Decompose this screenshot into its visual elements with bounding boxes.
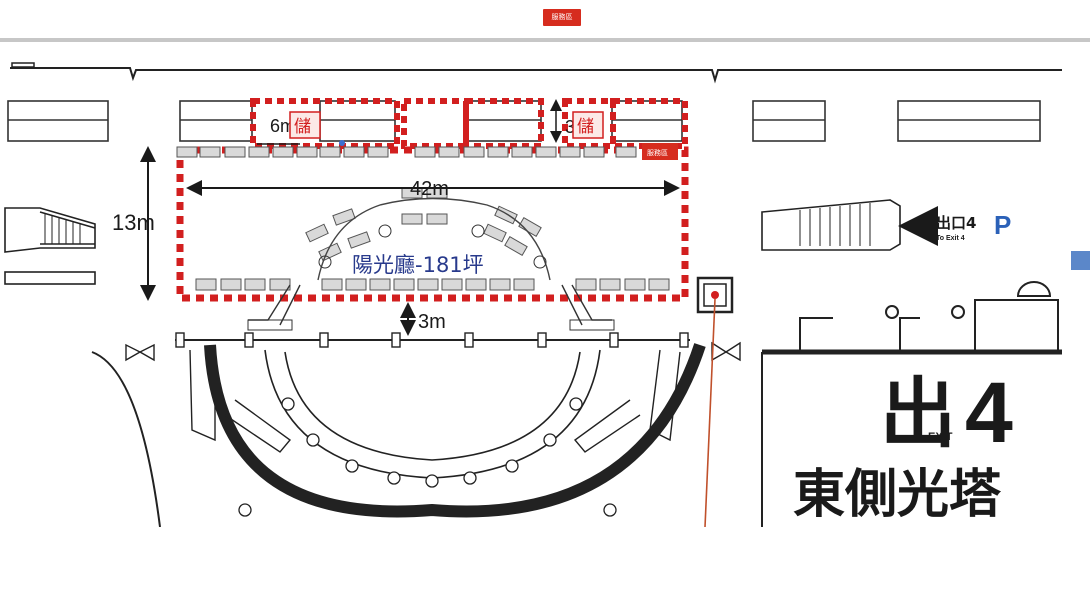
escalator-left — [4, 207, 96, 285]
landing-right — [569, 319, 615, 331]
landing-left — [247, 319, 293, 331]
roof-fixtures — [799, 281, 1059, 350]
upper-wall — [10, 67, 1062, 84]
location-pin — [711, 291, 719, 299]
bowtie-lights — [125, 341, 741, 362]
right-side-dimension-label: 3 — [565, 117, 575, 137]
gap-dimension-label: 3m — [418, 311, 446, 333]
seating-arc — [317, 197, 551, 281]
pillar — [378, 224, 392, 238]
top-divider — [0, 38, 1090, 42]
inner-ring-a — [264, 349, 601, 479]
marker-dot — [339, 140, 345, 146]
width-dimension-label: 42m — [410, 178, 449, 200]
table-row-bottom — [195, 278, 670, 291]
exit-big-num: 4 — [965, 365, 1013, 461]
service-inner-label: 服務區 — [647, 148, 668, 157]
height-dimension-label: 13m — [112, 210, 155, 235]
inner-ring-b — [284, 351, 581, 461]
exit-big-char: 出 — [880, 369, 956, 458]
booth-blocks — [7, 100, 1041, 142]
storage-right-label: 儲 — [577, 117, 594, 137]
railing-posts — [175, 332, 689, 348]
atrium-band — [204, 343, 706, 518]
stair-right — [561, 284, 612, 326]
table-row-top — [176, 146, 637, 158]
exit-big-en: EXIT — [928, 431, 953, 443]
storage-outlines — [250, 98, 688, 149]
side-handle[interactable] — [1071, 251, 1090, 270]
tower-name-label: 東側光塔 — [793, 465, 1002, 525]
exit-small-en-label: To Exit 4 — [936, 235, 965, 242]
bridges — [189, 349, 681, 453]
pillar — [533, 255, 547, 269]
ring-columns — [238, 397, 617, 517]
service-inner-badge — [642, 143, 678, 160]
blank-footer — [0, 527, 1090, 613]
pillar — [318, 255, 332, 269]
route-line — [704, 298, 716, 528]
escalator-right — [761, 199, 901, 251]
stair-left — [248, 284, 301, 326]
service-area-badge[interactable]: 服務區 — [543, 9, 581, 26]
pillar — [471, 224, 485, 238]
exit-small-label: 出口4 — [936, 214, 976, 232]
storage-left-label: 儲 — [294, 117, 311, 137]
parking-label: P — [994, 210, 1011, 240]
storage-right-box — [572, 111, 604, 139]
hall-name-label: 陽光廳-181坪 — [352, 253, 484, 277]
wall-marker — [11, 62, 35, 68]
left-side-dimension-label: 6m — [270, 116, 295, 136]
outer-wall-left — [91, 351, 161, 528]
storage-left-box — [289, 111, 321, 139]
